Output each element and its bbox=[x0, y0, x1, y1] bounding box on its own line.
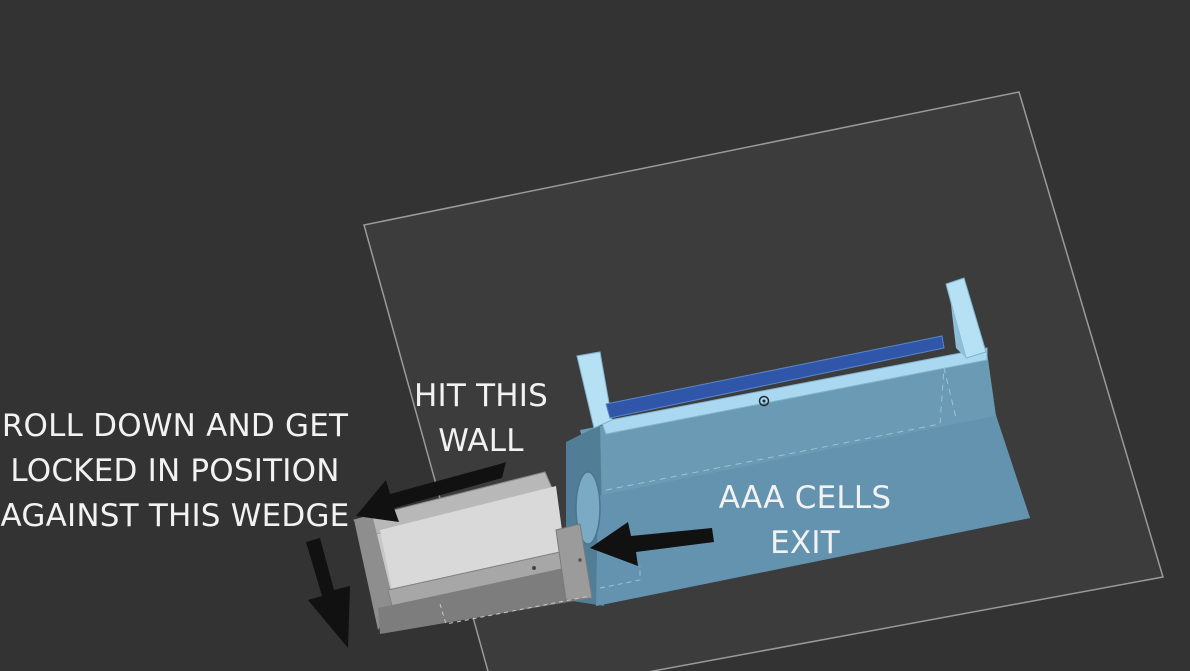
annotation-hit-wall: HIT THIS WALL bbox=[414, 378, 548, 459]
blue-front-face bbox=[580, 352, 996, 496]
blue-left-wall bbox=[576, 351, 613, 429]
gray-bottom-face bbox=[378, 568, 592, 634]
arrow-cells-exit-icon bbox=[590, 522, 714, 566]
origin-marker-icon[interactable] bbox=[758, 395, 770, 407]
blue-right-wall-side bbox=[946, 284, 966, 358]
gray-part[interactable] bbox=[353, 471, 593, 634]
blue-part[interactable] bbox=[566, 277, 1030, 606]
arrow-roll-down-icon bbox=[306, 538, 350, 648]
annotation-cells-exit: AAA CELLS EXIT bbox=[718, 480, 892, 561]
annotation-roll-down: ROLL DOWN AND GET LOCKED IN POSITION AGA… bbox=[0, 408, 350, 534]
blue-hidden-lines bbox=[605, 367, 957, 491]
gray-connector bbox=[555, 523, 593, 601]
origin-marker-dot bbox=[762, 399, 766, 403]
gray-screw-icon bbox=[532, 566, 536, 570]
blue-end-hole bbox=[575, 471, 601, 545]
blue-channel bbox=[605, 335, 945, 419]
gray-floor bbox=[380, 486, 566, 600]
arrow-hit-wall-icon bbox=[356, 462, 506, 522]
gray-connector-dot bbox=[578, 558, 582, 562]
blue-lower-band bbox=[596, 416, 1030, 606]
gray-left-wall bbox=[354, 514, 394, 630]
blue-hidden-lines-2 bbox=[599, 566, 641, 589]
